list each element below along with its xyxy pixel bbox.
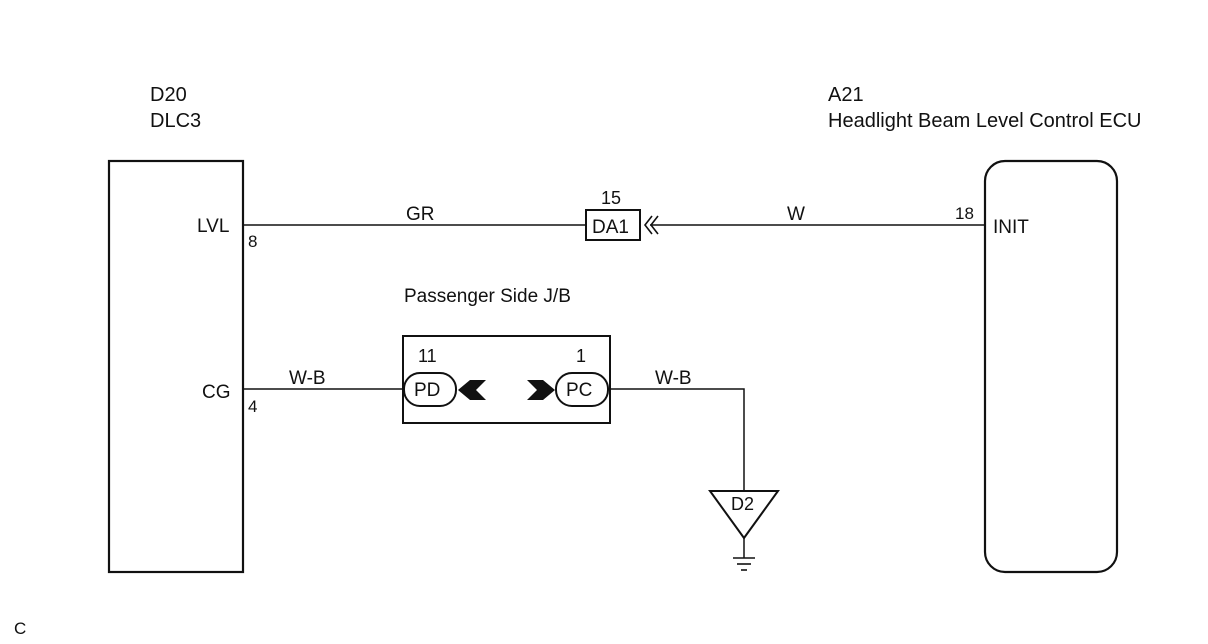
da1-pin: 15 [601,188,621,208]
ecu-connector-code: A21 [828,84,864,106]
terminal-lvl-pin: 8 [248,232,257,251]
ground-icon [733,557,755,571]
wire-color-wb-right: W-B [655,368,692,389]
junction-block-name: Passenger Side J/B [404,286,571,307]
terminal-init-label: INIT [993,217,1029,238]
pc-pin: 1 [576,346,586,366]
ecu-name: Headlight Beam Level Control ECU [828,110,1142,132]
wire-color-wb-left: W-B [289,368,326,389]
pc-label: PC [566,380,592,401]
terminal-init-pin: 18 [955,204,974,223]
figure-code: C [14,619,26,638]
ground-d2-label: D2 [731,494,754,514]
da1-connector [585,209,641,241]
pd-chevron-icon [458,380,486,400]
ground-d2-connector [708,490,780,540]
ecu-box [983,159,1119,574]
pd-label: PD [414,380,440,401]
dlc3-box [107,159,245,574]
dlc3-name: DLC3 [150,110,201,132]
dlc3-connector-code: D20 [150,84,187,106]
wire-color-gr: GR [406,204,435,225]
terminal-lvl-label: LVL [197,216,229,237]
da1-label: DA1 [592,217,629,238]
terminal-cg-label: CG [202,382,231,403]
terminal-cg-pin: 4 [248,397,257,416]
pc-chevron-icon [527,380,555,400]
pd-pin: 11 [418,346,437,366]
wire-ground-wb [608,388,745,491]
wire-color-w: W [787,204,805,225]
